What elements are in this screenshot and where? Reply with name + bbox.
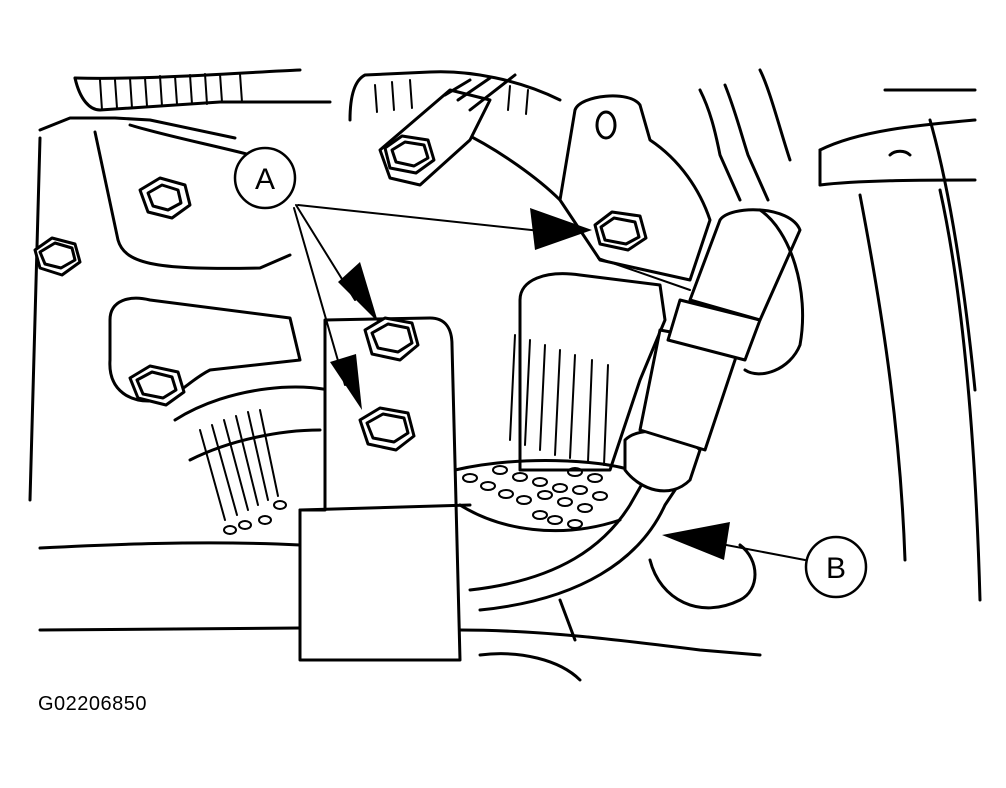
upper-bracket <box>558 94 712 291</box>
lower-shroud <box>38 541 762 682</box>
wiring-harness <box>378 68 792 202</box>
center-bracket <box>298 316 472 662</box>
arrowhead-a-lower-bolt <box>330 354 362 410</box>
bracket-arm <box>108 296 302 407</box>
engine-housing <box>28 68 562 502</box>
figure-id-label: G02206850 <box>38 693 148 715</box>
right-frame <box>818 88 982 602</box>
bolt-far-left <box>33 236 82 277</box>
callout-a-label: A <box>255 163 275 196</box>
engine-diagram: A B <box>28 68 982 682</box>
bolt-upper-left <box>138 176 192 220</box>
alternator <box>453 128 667 533</box>
callout-b: B <box>662 522 868 599</box>
arrowhead-a-center-bolt <box>338 262 378 322</box>
callout-b-circle <box>804 535 868 599</box>
callout-b-label: B <box>826 552 846 585</box>
arrowhead-a-upper-bolt <box>530 208 592 250</box>
arrowhead-b <box>662 522 730 560</box>
callout-a-circle <box>233 146 297 210</box>
coolant-line <box>468 208 805 612</box>
callout-a: A <box>233 146 592 410</box>
